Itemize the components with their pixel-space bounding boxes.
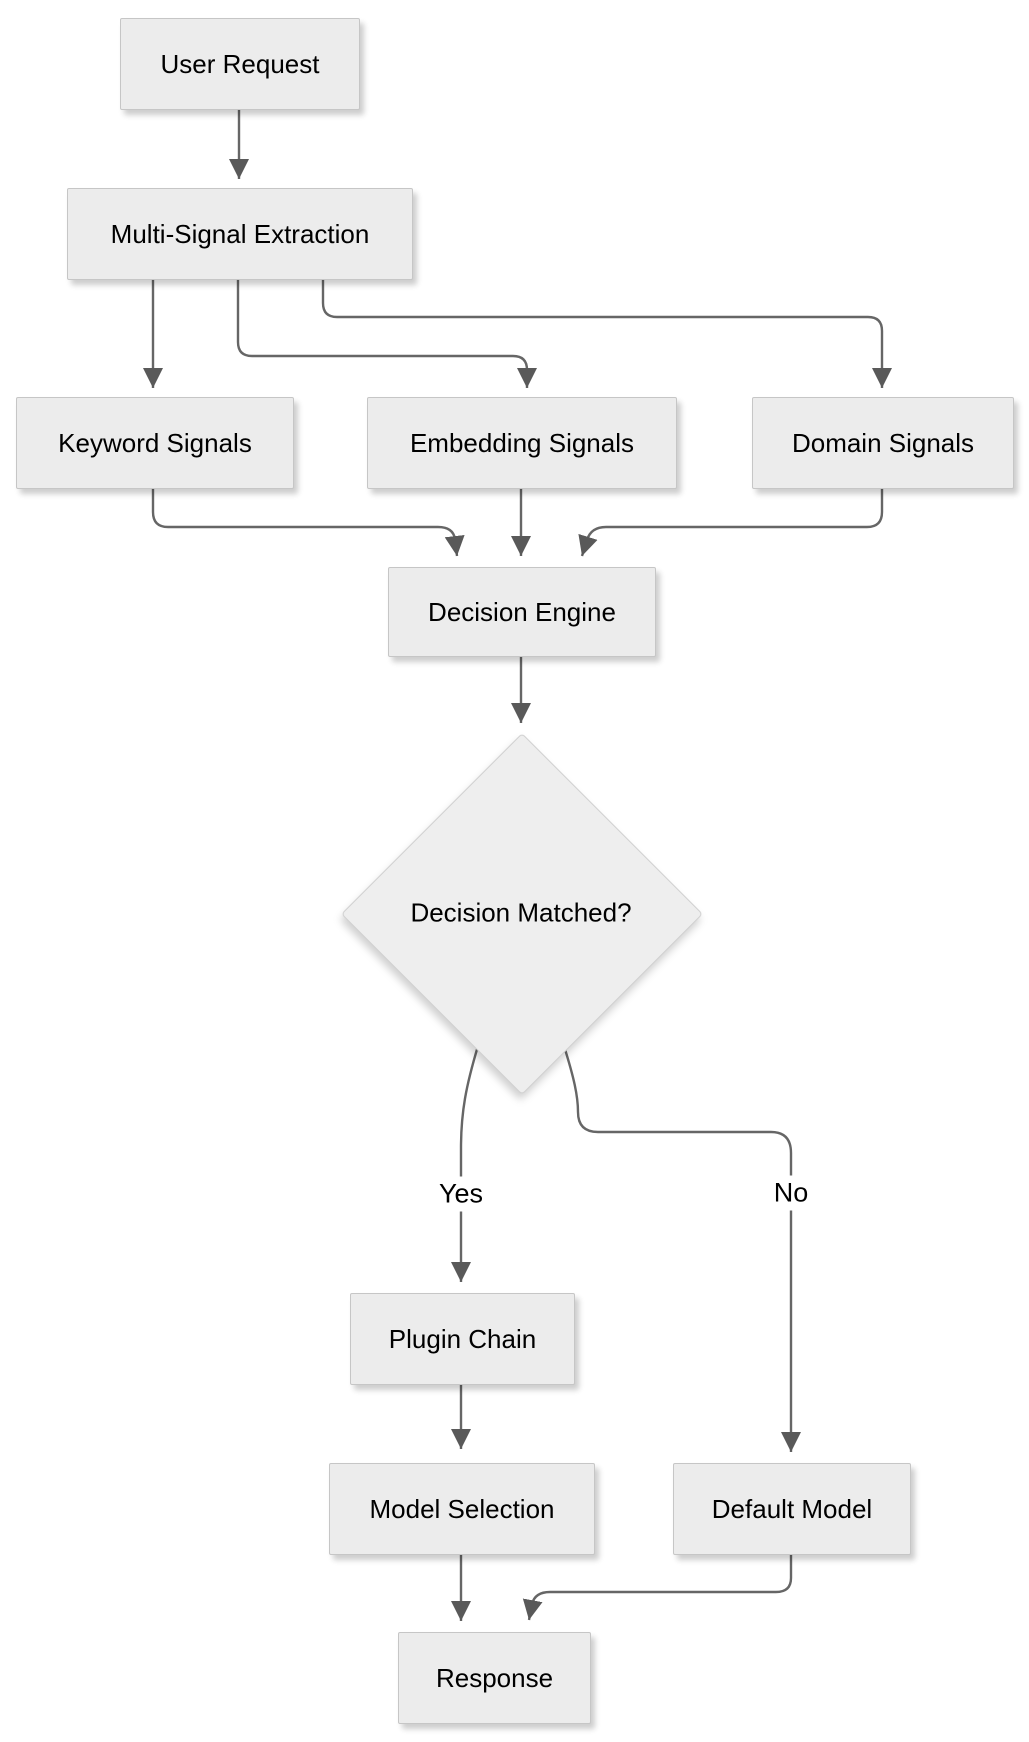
node-user-request: User Request	[120, 18, 360, 110]
edge-domain-signals-to-decision-engine	[578, 487, 884, 557]
edge-label-no: No	[765, 1175, 817, 1211]
node-model-selection: Model Selection	[329, 1463, 595, 1555]
node-keyword-signals: Keyword Signals	[16, 397, 294, 489]
edge-decision-matched-no-to-default-model	[562, 1045, 801, 1452]
node-embedding-signals: Embedding Signals	[367, 397, 677, 489]
node-domain-signals: Domain Signals	[752, 397, 1014, 489]
node-multi-signal-extraction: Multi-Signal Extraction	[67, 188, 413, 280]
edge-default-model-to-response	[522, 1553, 793, 1621]
edge-multi-signal-extraction-to-embedding-signals	[236, 278, 537, 388]
node-decision-engine: Decision Engine	[388, 567, 656, 657]
edge-label-yes: Yes	[430, 1176, 492, 1212]
edge-decision-matched-yes-to-plugin-chain	[451, 1045, 480, 1282]
node-plugin-chain: Plugin Chain	[350, 1293, 575, 1385]
node-decision-matched-label: Decision Matched?	[410, 897, 632, 928]
edge-keyword-signals-to-decision-engine	[151, 487, 465, 557]
node-default-model: Default Model	[673, 1463, 911, 1555]
edge-multi-signal-extraction-to-domain-signals	[321, 278, 892, 388]
node-response: Response	[398, 1632, 591, 1724]
